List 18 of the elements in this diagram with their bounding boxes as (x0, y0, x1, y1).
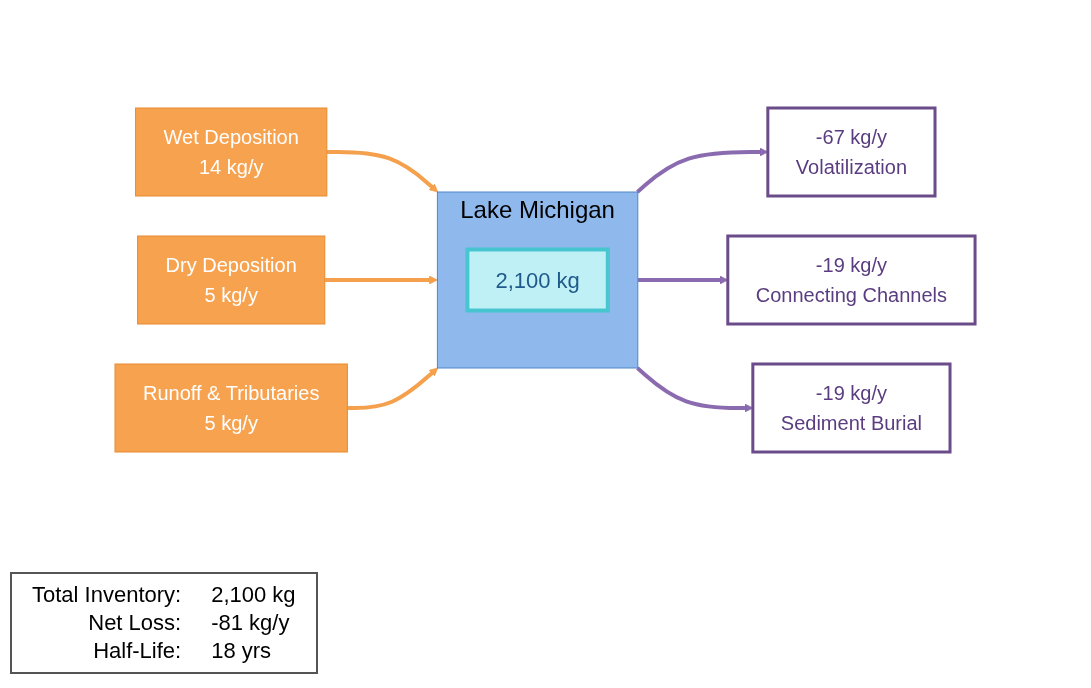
arrow (636, 147, 769, 194)
node-box: -19 kg/y Connecting Channels (726, 234, 977, 326)
arrow (347, 367, 439, 410)
node-box: Dry Deposition 5 kg/y (137, 235, 326, 325)
summary-value: 2,100 kg (211, 582, 296, 608)
arrow (638, 275, 729, 285)
node-box: 2,100 kg (465, 247, 611, 313)
node-box: Wet Deposition 14 kg/y (135, 107, 328, 197)
summary-value: 18 yrs (211, 638, 273, 664)
node-box: -19 kg/y Sediment Burial (751, 362, 952, 454)
arrow (327, 150, 439, 193)
node-box: -67 kg/y Volatilization (766, 106, 937, 198)
node-box: Runoff & Tributaries 5 kg/y (114, 363, 349, 453)
arrow (636, 366, 754, 413)
summary-label: Total Inventory: (32, 582, 182, 608)
summary-label: Net Loss: (87, 610, 182, 636)
summary-value: -81 kg/y (211, 610, 291, 636)
summary-label: Half-Life: (92, 638, 182, 664)
